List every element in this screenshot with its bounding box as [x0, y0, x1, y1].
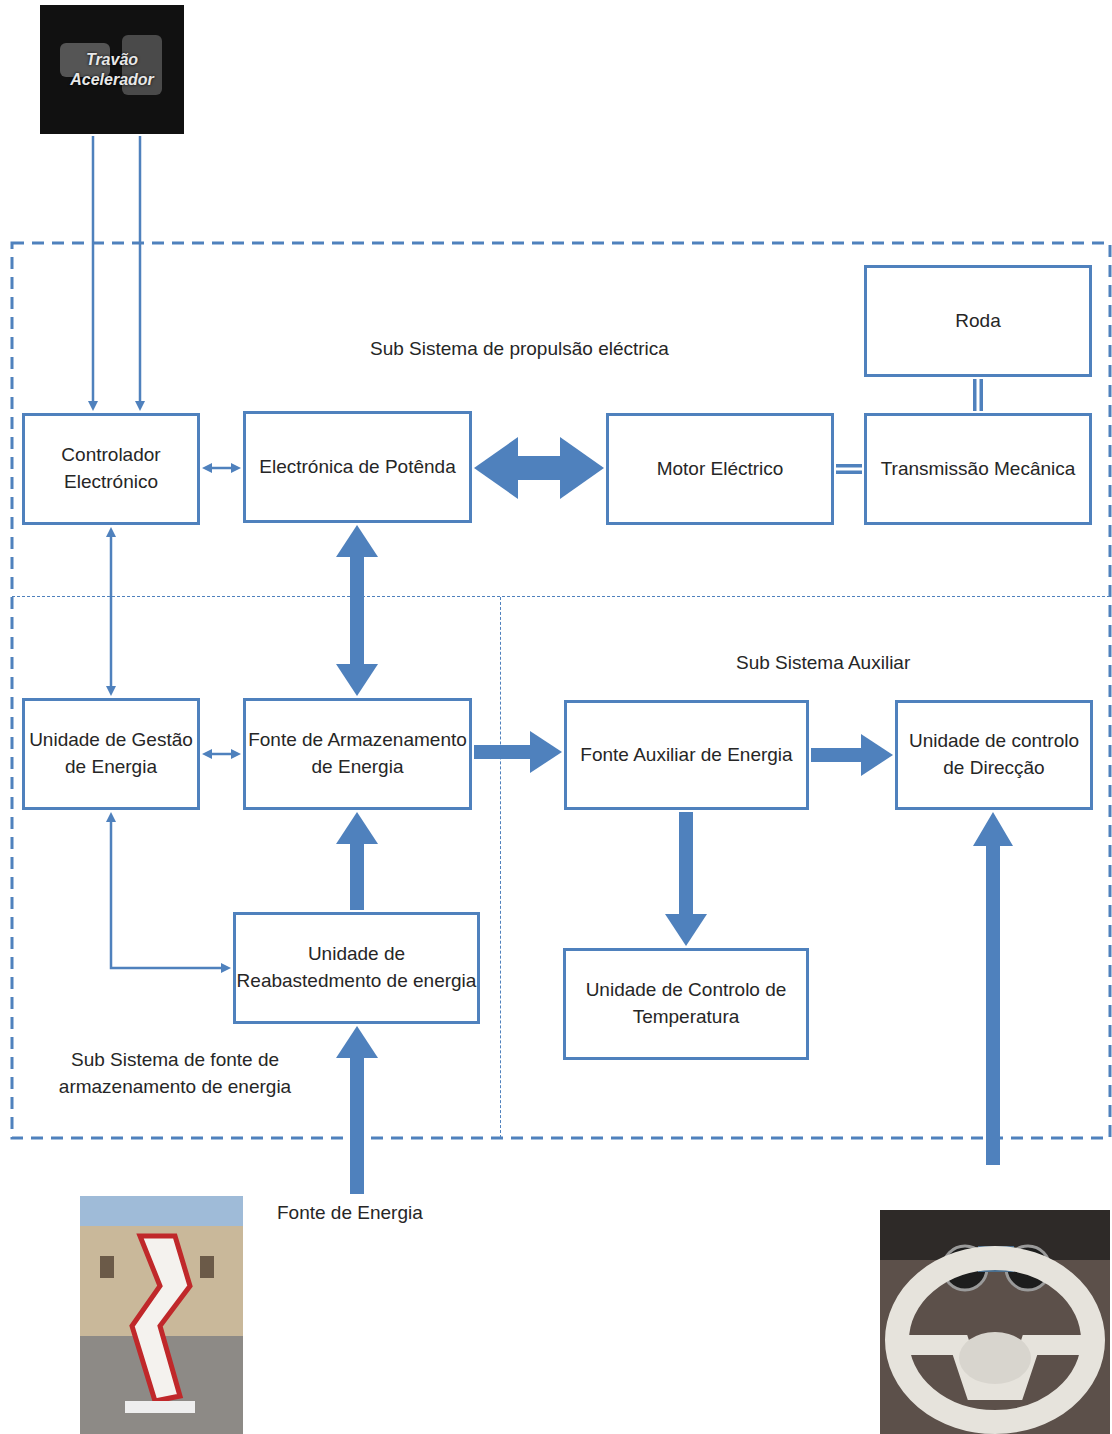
arrow-line [212, 753, 231, 756]
double-line-inner [977, 379, 980, 411]
box-label: Roda [867, 308, 1089, 335]
connector [357, 557, 358, 664]
arrow-line [350, 844, 364, 910]
arrow-line [518, 456, 560, 480]
arrow-line [212, 467, 231, 470]
window [100, 1256, 114, 1278]
arrow-line [139, 136, 142, 401]
box-label: Motor Eléctrico [609, 456, 831, 483]
photo-caption: Travão Acelerador [60, 50, 164, 90]
connector [357, 844, 358, 910]
photo-caption: Fonte de Energia [277, 1200, 423, 1227]
double-line-outer [973, 379, 983, 411]
pedal-illustration [40, 5, 184, 134]
connector [686, 812, 687, 914]
pedal-photo: Travão Acelerador [40, 5, 184, 134]
subsystem-heading: Sub Sistema Auxiliar [736, 650, 910, 677]
steering-input-arrow [973, 812, 1013, 1165]
process-box: Unidade de Reabastedmento de energia [233, 912, 480, 1024]
process-box: Roda [864, 265, 1092, 377]
box-label: Controlador Electrónico [25, 442, 197, 495]
arrow-line [111, 822, 221, 968]
process-box: Unidade de Controlo de Temperatura [563, 948, 809, 1060]
charging-station-illustration [80, 1196, 243, 1434]
arrow-line [350, 557, 364, 664]
connector [93, 136, 94, 401]
connector [474, 752, 530, 753]
process-box: Controlador Electrónico [22, 413, 200, 525]
charging-post [132, 1236, 190, 1401]
box-label: Unidade de Gestão de Energia [25, 727, 197, 780]
connector [140, 136, 141, 401]
double-line-inner [836, 468, 862, 471]
process-box: Unidade de Gestão de Energia [22, 698, 200, 810]
box-label: Unidade de Controlo de Temperatura [566, 977, 806, 1030]
connector [111, 822, 221, 968]
wheel-rim [897, 1258, 1093, 1422]
process-box: Fonte de Armazenamento de Energia [243, 698, 472, 810]
window [200, 1256, 214, 1278]
process-box: Motor Eléctrico [606, 413, 834, 525]
arrow-line [110, 537, 113, 686]
process-box: Transmissão Mecânica [864, 413, 1092, 525]
process-box: Unidade de controlo de Direcção [895, 700, 1093, 810]
connector [212, 468, 231, 469]
box-label: Fonte Auxiliar de Energia [567, 742, 806, 769]
box-label: Transmissão Mecânica [867, 456, 1089, 483]
steering-wheel-photo [880, 1210, 1110, 1434]
charging-station-photo: Fonte de Energia [80, 1196, 460, 1434]
arrow-line [811, 748, 861, 762]
box-label: Unidade de controlo de Direcção [898, 728, 1090, 781]
double-line-outer [836, 464, 862, 474]
arrow-line [474, 745, 530, 759]
connector [357, 1058, 358, 1194]
connector [518, 468, 560, 469]
subsystem-region: Fonte Auxiliar de Energia Unidade de cont… [500, 597, 1110, 1138]
connector [836, 469, 862, 470]
connector [811, 755, 861, 756]
sky [80, 1196, 243, 1434]
subsystem-region: Unidade de Gestão de Energia Fonte de Arm… [12, 597, 500, 1138]
process-box: Electrónica de Potênda [243, 411, 472, 523]
connector [212, 754, 231, 755]
wheel-hub [959, 1332, 1031, 1384]
arrow-line [679, 812, 693, 914]
photo-ground [880, 1210, 1110, 1434]
process-box: Fonte Auxiliar de Energia [564, 700, 809, 810]
box-label: Fonte de Armazenamento de Energia [246, 727, 469, 780]
connector [111, 537, 112, 686]
system-boundary [12, 243, 1110, 1138]
subsystem-region: RodaControlador Electrónico Electrónica d… [12, 243, 1110, 597]
subsystem-heading: Sub Sistema de propulsão eléctrica [370, 336, 669, 363]
subsystem-heading: Sub Sistema de fonte de armazenamento de… [30, 1047, 320, 1100]
box-label: Unidade de Reabastedmento de energia [236, 941, 477, 994]
post-base [125, 1401, 195, 1413]
arrow-line [350, 1058, 364, 1194]
arrow-line [92, 136, 95, 401]
box-label: Electrónica de Potênda [246, 454, 469, 481]
connector [978, 379, 979, 411]
